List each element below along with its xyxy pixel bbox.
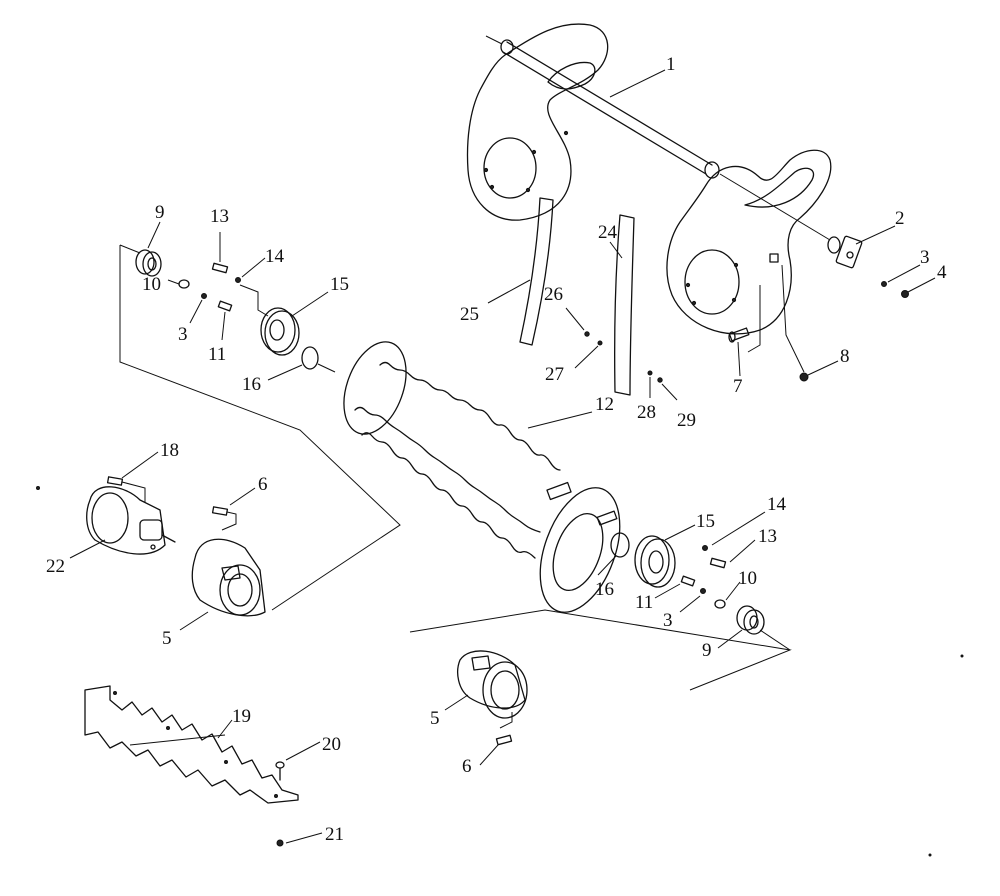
hydraulic-motor-22 — [86, 486, 176, 555]
callout-29: 29 — [677, 410, 696, 431]
callout-6-right: 6 — [462, 756, 472, 777]
callout-9: 9 — [155, 202, 165, 223]
callout-18: 18 — [160, 440, 179, 461]
leader-lines — [69, 69, 936, 844]
left-plate-bore — [483, 137, 537, 199]
callout-2: 2 — [895, 208, 905, 229]
bearing-flange-15-right — [634, 535, 676, 588]
callout-28: 28 — [637, 402, 656, 423]
callout-21: 21 — [325, 824, 344, 845]
knife-19 — [84, 685, 299, 804]
sprocket-9-left — [135, 249, 162, 277]
callout-7: 7 — [733, 376, 743, 397]
bearing-flange-15-left — [260, 307, 300, 356]
callout-6: 6 — [258, 474, 268, 495]
callout-10: 10 — [142, 274, 161, 295]
snap-ring-16-left — [301, 346, 319, 370]
washer-10-left — [178, 279, 190, 289]
right-plate-bore — [684, 249, 740, 315]
callout-3-right: 3 — [663, 610, 673, 631]
right-side-plate — [666, 149, 832, 335]
cross-shaft — [506, 41, 713, 166]
bolt-6-left — [211, 506, 229, 516]
motor-housing-5-left — [191, 538, 266, 617]
callout-25: 25 — [460, 304, 479, 325]
callout-5-right: 5 — [430, 708, 440, 729]
left-side-plate — [466, 23, 609, 221]
callout-8: 8 — [840, 346, 850, 367]
callout-26: 26 — [544, 284, 563, 305]
callout-22: 22 — [46, 556, 65, 577]
callout-3: 3 — [920, 247, 930, 268]
callout-15: 15 — [330, 274, 349, 295]
callout-24: 24 — [598, 222, 618, 243]
callout-20: 20 — [322, 734, 341, 755]
motor-housing-5-right — [457, 650, 528, 719]
frame-assembly — [466, 23, 909, 382]
callout-16-right: 16 — [595, 579, 614, 600]
callout-27: 27 — [545, 364, 564, 385]
right-bearing-group — [409, 532, 792, 691]
callout-5: 5 — [162, 628, 172, 649]
sprocket-9-right — [736, 605, 765, 635]
pivot-pin — [827, 235, 863, 269]
bolt-26 — [584, 331, 590, 337]
callout-12: 12 — [595, 394, 614, 415]
nut-29 — [657, 377, 663, 383]
snap-ring-16-right — [610, 532, 630, 558]
scraper-24 — [614, 214, 635, 396]
callout-4: 4 — [937, 262, 947, 283]
callout-10-right: 10 — [738, 568, 757, 589]
callout-14: 14 — [265, 246, 285, 267]
callout-1: 1 — [666, 54, 676, 75]
callout-15-right: 15 — [696, 511, 715, 532]
washer-10-right — [714, 599, 726, 609]
callout-11-right: 11 — [635, 592, 653, 613]
callout-labels: 1 2 3 4 7 8 24 25 26 27 28 29 9 13 14 10… — [46, 54, 947, 845]
washer-28 — [647, 370, 653, 376]
nut-4 — [901, 290, 909, 298]
washer-27 — [597, 340, 603, 346]
bolt-18 — [106, 476, 124, 486]
callout-11: 11 — [208, 344, 226, 365]
bolt-6-right — [495, 734, 513, 746]
nut-8 — [799, 372, 809, 382]
bolt-13-right — [709, 557, 727, 569]
callout-16: 16 — [242, 374, 261, 395]
washer-3-right — [881, 281, 887, 287]
bolt-7 — [728, 327, 750, 343]
callout-14-right: 14 — [767, 494, 787, 515]
callout-3-left: 3 — [178, 324, 188, 345]
left-bearing-group — [119, 244, 401, 611]
drum-12 — [343, 341, 621, 613]
bolt-13-left — [211, 262, 229, 274]
callout-19: 19 — [232, 706, 251, 727]
scraper-25 — [519, 197, 554, 346]
nut-21 — [276, 839, 284, 847]
bolt-20 — [275, 761, 285, 781]
callout-9-right: 9 — [702, 640, 712, 661]
bolt-11-right — [680, 575, 696, 587]
callout-13: 13 — [210, 206, 229, 227]
callout-13-right: 13 — [758, 526, 777, 547]
